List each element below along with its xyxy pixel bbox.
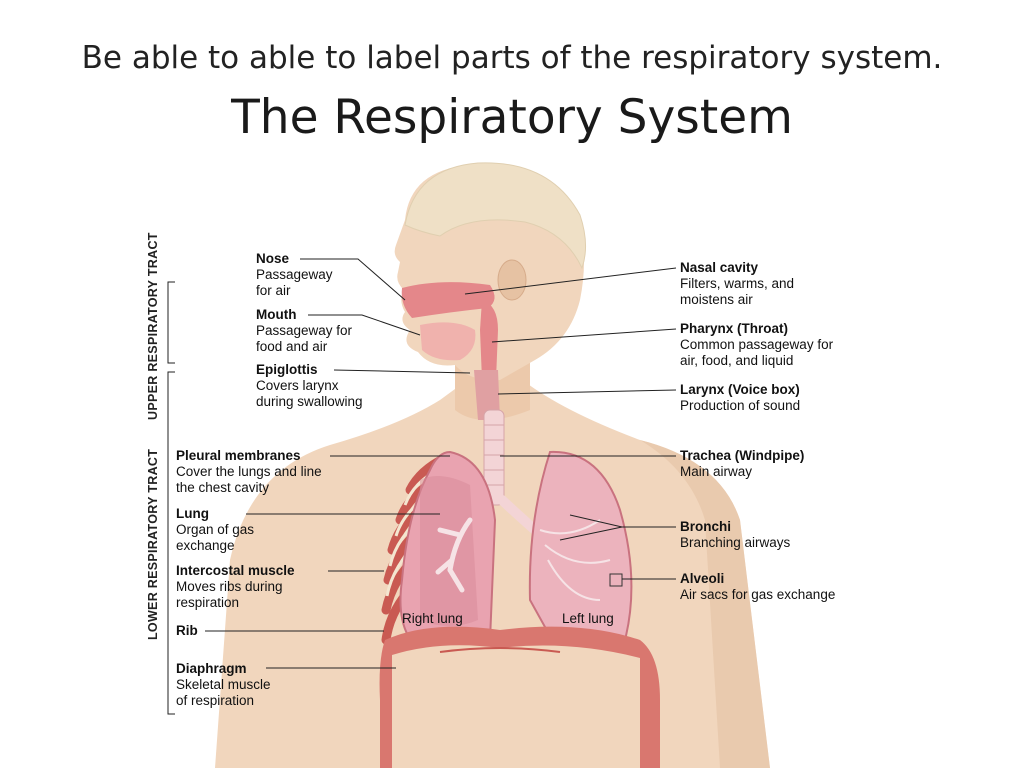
leader-lines bbox=[205, 258, 677, 669]
lower-tract-label: LOWER RESPIRATORY TRACT bbox=[146, 449, 160, 640]
nasal-cavity-shape bbox=[401, 282, 495, 318]
label-epiglottis: Epiglottis Covers larynx during swallowi… bbox=[256, 362, 363, 409]
svg-text:Epiglottis: Epiglottis bbox=[256, 362, 318, 377]
svg-text:during swallowing: during swallowing bbox=[256, 394, 363, 409]
svg-text:Lung: Lung bbox=[176, 506, 209, 521]
svg-text:Organ of gas: Organ of gas bbox=[176, 522, 254, 537]
alveoli-marker bbox=[609, 573, 623, 587]
label-trachea: Trachea (Windpipe) Main airway bbox=[680, 448, 804, 479]
svg-text:Main airway: Main airway bbox=[680, 464, 752, 479]
svg-text:Common passageway for: Common passageway for bbox=[680, 337, 834, 352]
svg-text:Nasal cavity: Nasal cavity bbox=[680, 260, 759, 275]
svg-text:of respiration: of respiration bbox=[176, 693, 254, 708]
svg-text:Passageway: Passageway bbox=[256, 267, 333, 282]
svg-text:Rib: Rib bbox=[176, 623, 198, 638]
svg-text:Filters, warms, and: Filters, warms, and bbox=[680, 276, 794, 291]
hair bbox=[404, 162, 586, 270]
svg-text:for air: for air bbox=[256, 283, 291, 298]
label-rib: Rib bbox=[176, 623, 198, 638]
svg-text:Skeletal muscle: Skeletal muscle bbox=[176, 677, 271, 692]
svg-text:the chest cavity: the chest cavity bbox=[176, 480, 269, 495]
label-alveoli: Alveoli Air sacs for gas exchange bbox=[680, 571, 835, 602]
labels-left: Nose Passageway for air Mouth Passageway… bbox=[176, 251, 363, 708]
label-nose: Nose Passageway for air bbox=[256, 251, 333, 298]
svg-text:air, food, and liquid: air, food, and liquid bbox=[680, 353, 793, 368]
svg-text:Diaphragm: Diaphragm bbox=[176, 661, 247, 676]
svg-text:Pleural membranes: Pleural membranes bbox=[176, 448, 301, 463]
svg-text:exchange: exchange bbox=[176, 538, 235, 553]
body-illustration bbox=[215, 162, 770, 768]
pharynx-shape bbox=[480, 300, 498, 380]
svg-text:Larynx (Voice box): Larynx (Voice box) bbox=[680, 382, 800, 397]
svg-text:Covers larynx: Covers larynx bbox=[256, 378, 339, 393]
label-mouth: Mouth Passageway for food and air bbox=[256, 307, 353, 354]
svg-text:respiration: respiration bbox=[176, 595, 239, 610]
svg-text:Trachea (Windpipe): Trachea (Windpipe) bbox=[680, 448, 804, 463]
upper-tract-label: UPPER RESPIRATORY TRACT bbox=[146, 232, 160, 420]
svg-text:food and air: food and air bbox=[256, 339, 328, 354]
label-nasal-cavity: Nasal cavity Filters, warms, and moisten… bbox=[680, 260, 794, 307]
larynx-shape bbox=[474, 370, 500, 420]
label-pharynx: Pharynx (Throat) Common passageway for a… bbox=[680, 321, 834, 368]
svg-text:Cover the lungs and line: Cover the lungs and line bbox=[176, 464, 322, 479]
svg-text:Intercostal muscle: Intercostal muscle bbox=[176, 563, 295, 578]
oral-cavity-shape bbox=[420, 322, 476, 361]
svg-text:Moves ribs during: Moves ribs during bbox=[176, 579, 283, 594]
svg-text:Nose: Nose bbox=[256, 251, 290, 266]
svg-text:Alveoli: Alveoli bbox=[680, 571, 724, 586]
svg-text:moistens air: moistens air bbox=[680, 292, 753, 307]
slide-subtitle: Be able to able to label parts of the re… bbox=[81, 40, 943, 76]
left-lung-label: Left lung bbox=[562, 611, 614, 626]
svg-text:Mouth: Mouth bbox=[256, 307, 296, 322]
label-lung: Lung Organ of gas exchange bbox=[176, 506, 254, 553]
label-diaphragm: Diaphragm Skeletal muscle of respiration bbox=[176, 661, 271, 708]
tract-brackets: UPPER RESPIRATORY TRACT LOWER RESPIRATOR… bbox=[146, 232, 175, 715]
label-intercostal-muscle: Intercostal muscle Moves ribs during res… bbox=[176, 563, 295, 610]
labels-right: Nasal cavity Filters, warms, and moisten… bbox=[680, 260, 835, 602]
ear bbox=[497, 259, 527, 301]
svg-text:Branching airways: Branching airways bbox=[680, 535, 791, 550]
label-bronchi: Bronchi Branching airways bbox=[680, 519, 791, 550]
svg-text:Production of sound: Production of sound bbox=[680, 398, 800, 413]
label-larynx: Larynx (Voice box) Production of sound bbox=[680, 382, 800, 413]
trachea-shape bbox=[483, 409, 505, 506]
svg-text:Air sacs for gas exchange: Air sacs for gas exchange bbox=[680, 587, 835, 602]
svg-text:Passageway for: Passageway for bbox=[256, 323, 353, 338]
svg-text:Pharynx (Throat): Pharynx (Throat) bbox=[680, 321, 788, 336]
right-lung-label: Right lung bbox=[402, 611, 463, 626]
label-pleural-membranes: Pleural membranes Cover the lungs and li… bbox=[176, 448, 322, 495]
slide-title: The Respiratory System bbox=[231, 90, 793, 145]
svg-text:Bronchi: Bronchi bbox=[680, 519, 731, 534]
